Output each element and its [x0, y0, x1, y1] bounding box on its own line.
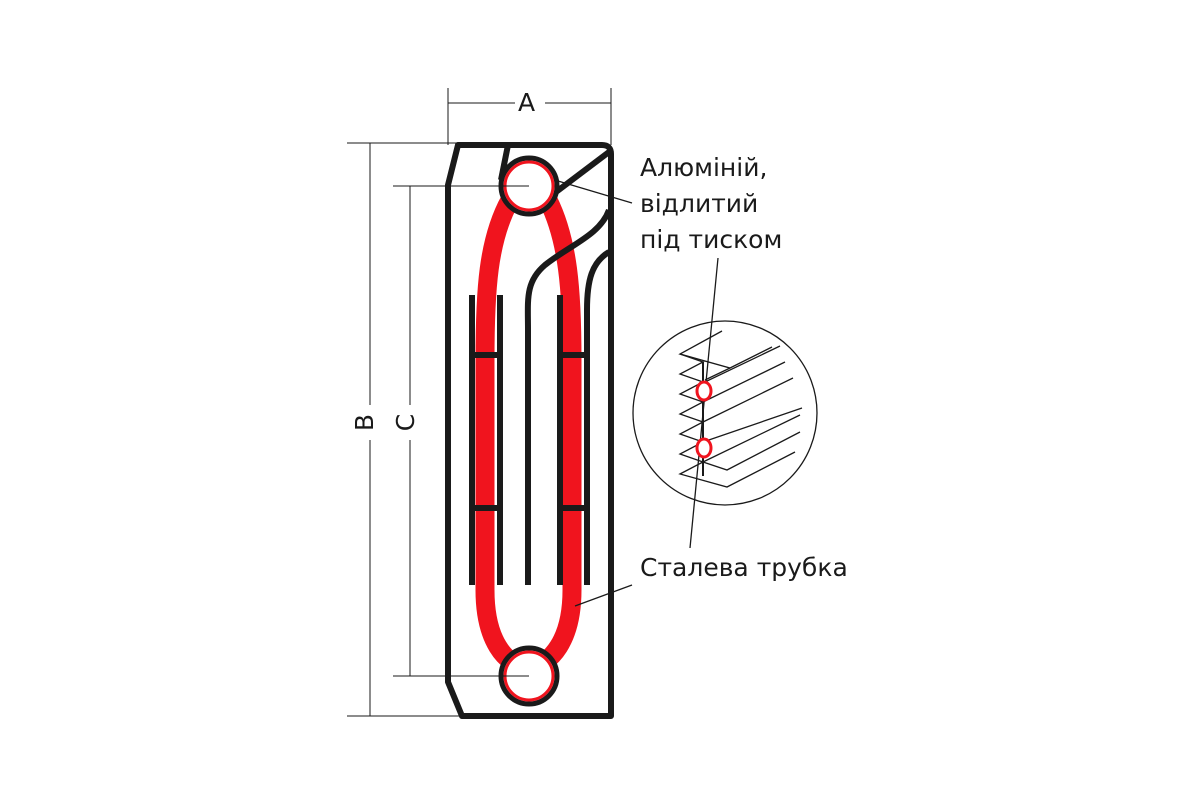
radiator-section: [445, 142, 614, 719]
aluminium-label-line3: під тиском: [640, 225, 783, 254]
aluminium-label-line1: Алюміній,: [640, 153, 768, 182]
aluminium-label-line2: відлитий: [640, 189, 759, 218]
detail-inset: [632, 320, 818, 506]
dimension-b-label: B: [350, 413, 380, 432]
dimension-c-label: C: [391, 413, 421, 432]
steel-tube-label: Сталева трубка: [640, 553, 848, 582]
tube-cross-sections: [695, 380, 713, 459]
aluminium-label: Алюміній, відлитий під тиском: [640, 150, 782, 258]
dimension-a-label: A: [518, 88, 536, 117]
